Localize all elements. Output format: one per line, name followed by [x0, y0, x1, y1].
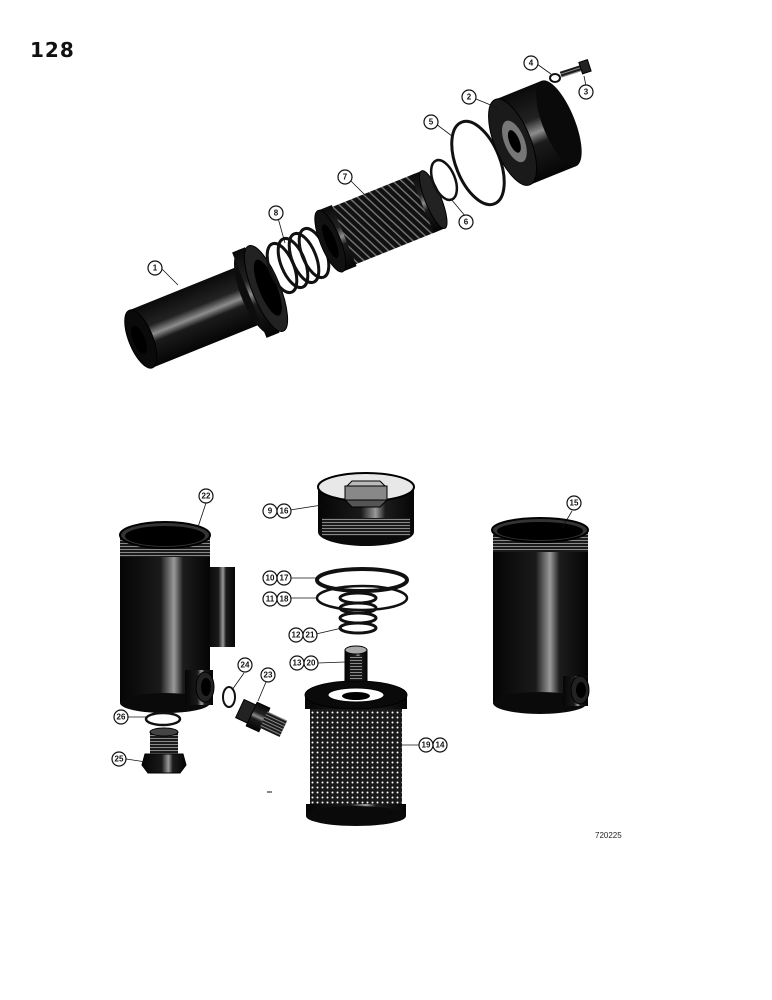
cover-part-2 — [488, 80, 582, 186]
callout-12: 12 — [288, 627, 304, 643]
seal-part-10-17 — [315, 567, 409, 593]
callout-22: 22 — [198, 488, 214, 504]
callout-1: 1 — [147, 260, 163, 276]
upper-leader-lines — [160, 63, 587, 286]
callout-label: 8 — [274, 209, 279, 218]
callout-25: 25 — [111, 751, 127, 767]
callout-4: 4 — [523, 55, 539, 71]
callout-label: 5 — [429, 118, 434, 127]
figure-code: 720225 — [595, 831, 622, 840]
callout-21: 21 — [302, 627, 318, 643]
cap-part-9-16 — [317, 472, 415, 546]
callout-label: 19 — [422, 741, 431, 750]
callout-label: 21 — [306, 631, 315, 640]
callout-label: 6 — [464, 218, 469, 227]
callout-label: 14 — [436, 741, 445, 750]
callout-label: 11 — [266, 595, 275, 604]
callout-label: 9 — [268, 507, 273, 516]
o-ring-part-24 — [222, 686, 236, 708]
spring-part-12-21 — [338, 591, 378, 635]
washer-part-4 — [549, 73, 561, 83]
housing-part-1 — [124, 244, 289, 369]
callout-2: 2 — [461, 89, 477, 105]
callout-19: 19 — [418, 737, 434, 753]
callout-label: 25 — [115, 755, 124, 764]
callout-label: 7 — [343, 173, 348, 182]
callout-label: 26 — [117, 713, 126, 722]
callout-label: 16 — [280, 507, 289, 516]
filter-element-part-19-14 — [304, 680, 408, 826]
lower-leader-lines — [125, 502, 573, 763]
tube-part-13-20 — [344, 645, 368, 689]
callout-6: 6 — [458, 214, 474, 230]
callout-14: 14 — [432, 737, 448, 753]
callout-label: 3 — [584, 88, 589, 97]
callout-label: 18 — [280, 595, 289, 604]
callout-label: 10 — [266, 574, 275, 583]
callout-9: 9 — [262, 503, 278, 519]
callout-label: 2 — [467, 93, 472, 102]
callout-15: 15 — [566, 495, 582, 511]
callout-label: 12 — [292, 631, 301, 640]
filter-element-part-7 — [314, 170, 448, 273]
callout-label: 23 — [264, 671, 273, 680]
callout-label: 17 — [280, 574, 289, 583]
bolt-part-3 — [559, 59, 592, 78]
callout-label: 24 — [241, 661, 250, 670]
callout-label: 15 — [570, 499, 579, 508]
callout-label: 1 — [153, 264, 158, 273]
callout-8: 8 — [268, 205, 284, 221]
o-ring-part-26 — [144, 711, 182, 727]
fitting-part-23 — [234, 698, 288, 737]
callout-3: 3 — [578, 84, 594, 100]
filter-housing-part-15 — [491, 517, 590, 714]
callout-7: 7 — [337, 169, 353, 185]
filter-housing-part-22 — [119, 521, 235, 713]
page-number: 128 — [30, 38, 75, 62]
callout-label: 13 — [293, 659, 302, 668]
callout-label: 22 — [202, 492, 211, 501]
spring-part-8 — [265, 226, 331, 295]
callout-26: 26 — [113, 709, 129, 725]
callout-20: 20 — [303, 655, 319, 671]
callout-11: 11 — [262, 591, 278, 607]
callout-13: 13 — [289, 655, 305, 671]
callout-17: 17 — [276, 570, 292, 586]
callout-23: 23 — [260, 667, 276, 683]
plug-part-25 — [141, 727, 187, 774]
callout-5: 5 — [423, 114, 439, 130]
callout-24: 24 — [237, 657, 253, 673]
callout-label: 4 — [529, 59, 534, 68]
callout-label: 20 — [307, 659, 316, 668]
callout-10: 10 — [262, 570, 278, 586]
callout-16: 16 — [276, 503, 292, 519]
callout-18: 18 — [276, 591, 292, 607]
